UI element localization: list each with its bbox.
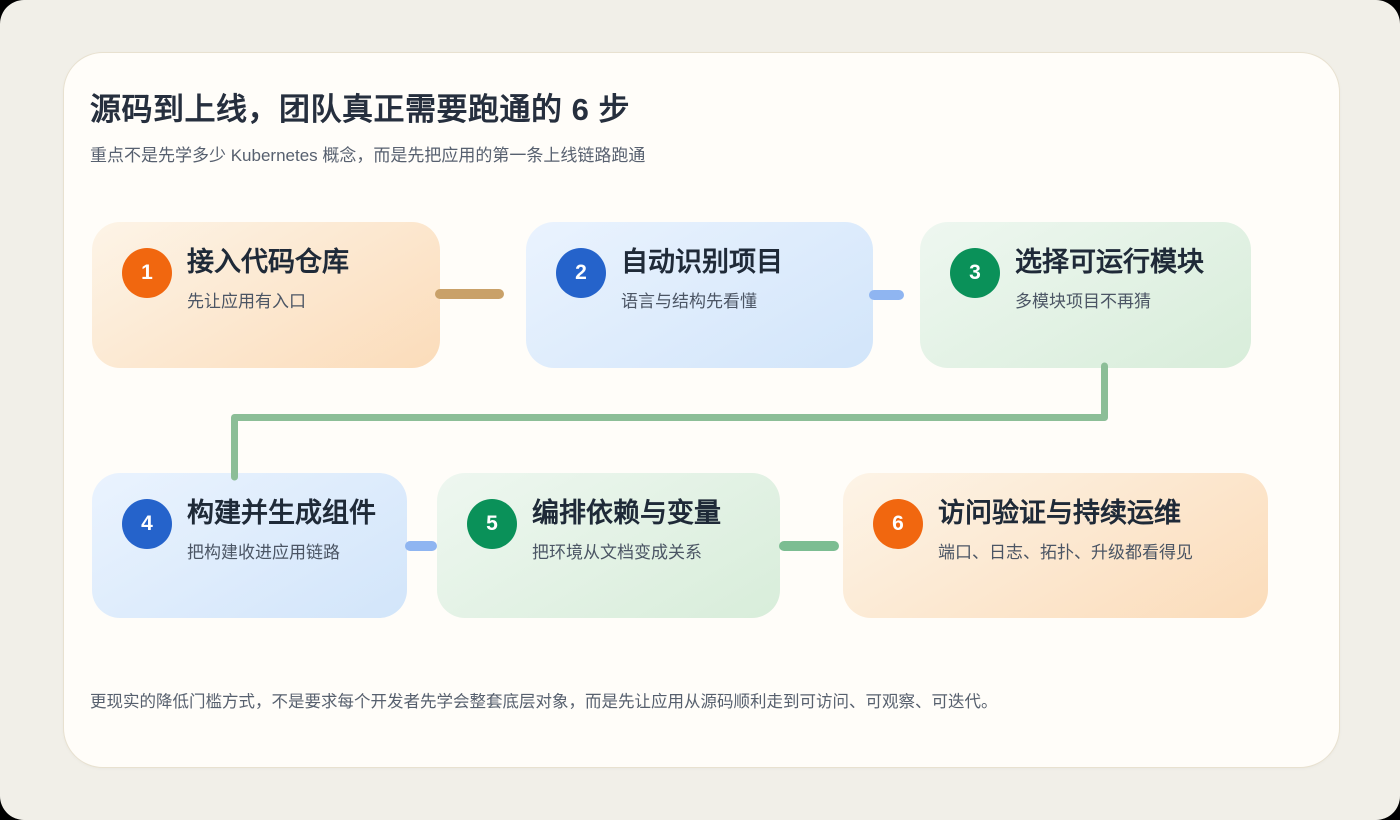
step-number-badge: 5 [467, 499, 517, 549]
step-title: 访问验证与持续运维 [938, 498, 1181, 528]
step-card-2: 2 自动识别项目 语言与结构先看懂 [526, 222, 873, 368]
step-title: 选择可运行模块 [1015, 247, 1204, 277]
step-description: 多模块项目不再猜 [1015, 292, 1151, 312]
step-card-1: 1 接入代码仓库 先让应用有入口 [92, 222, 440, 368]
step-description: 先让应用有入口 [187, 292, 306, 312]
connector-step1-step2 [435, 289, 504, 299]
step-card-3: 3 选择可运行模块 多模块项目不再猜 [920, 222, 1251, 368]
step-card-4: 4 构建并生成组件 把构建收进应用链路 [92, 473, 407, 618]
footer-note: 更现实的降低门槛方式，不是要求每个开发者先学会整套底层对象，而是先让应用从源码顺… [90, 693, 998, 711]
step-title: 编排依赖与变量 [532, 498, 721, 528]
step-number-badge: 3 [950, 248, 1000, 298]
step-title: 接入代码仓库 [187, 247, 349, 277]
step-text-block: 自动识别项目 语言与结构先看懂 [621, 246, 783, 312]
step-title: 自动识别项目 [621, 247, 783, 277]
step-text-block: 选择可运行模块 多模块项目不再猜 [1015, 246, 1204, 312]
step-number-badge: 2 [556, 248, 606, 298]
step-text-block: 接入代码仓库 先让应用有入口 [187, 246, 349, 312]
step-card-5: 5 编排依赖与变量 把环境从文档变成关系 [437, 473, 780, 618]
step-card-6: 6 访问验证与持续运维 端口、日志、拓扑、升级都看得见 [843, 473, 1268, 618]
connector-step2-step3 [869, 290, 904, 300]
step-text-block: 编排依赖与变量 把环境从文档变成关系 [532, 497, 721, 563]
step-number-badge: 6 [873, 499, 923, 549]
page-subtitle: 重点不是先学多少 Kubernetes 概念，而是先把应用的第一条上线链路跑通 [90, 146, 646, 165]
step-description: 端口、日志、拓扑、升级都看得见 [938, 543, 1193, 563]
step-title: 构建并生成组件 [187, 498, 376, 528]
connector-step4-step5 [405, 541, 437, 551]
step-number-badge: 4 [122, 499, 172, 549]
page-title: 源码到上线，团队真正需要跑通的 6 步 [90, 92, 630, 127]
step-text-block: 访问验证与持续运维 端口、日志、拓扑、升级都看得见 [938, 497, 1193, 563]
connector-step5-step6 [779, 541, 839, 551]
step-description: 语言与结构先看懂 [621, 292, 757, 312]
step-text-block: 构建并生成组件 把构建收进应用链路 [187, 497, 376, 563]
step-description: 把环境从文档变成关系 [532, 543, 702, 563]
step-description: 把构建收进应用链路 [187, 543, 340, 563]
step-number-badge: 1 [122, 248, 172, 298]
